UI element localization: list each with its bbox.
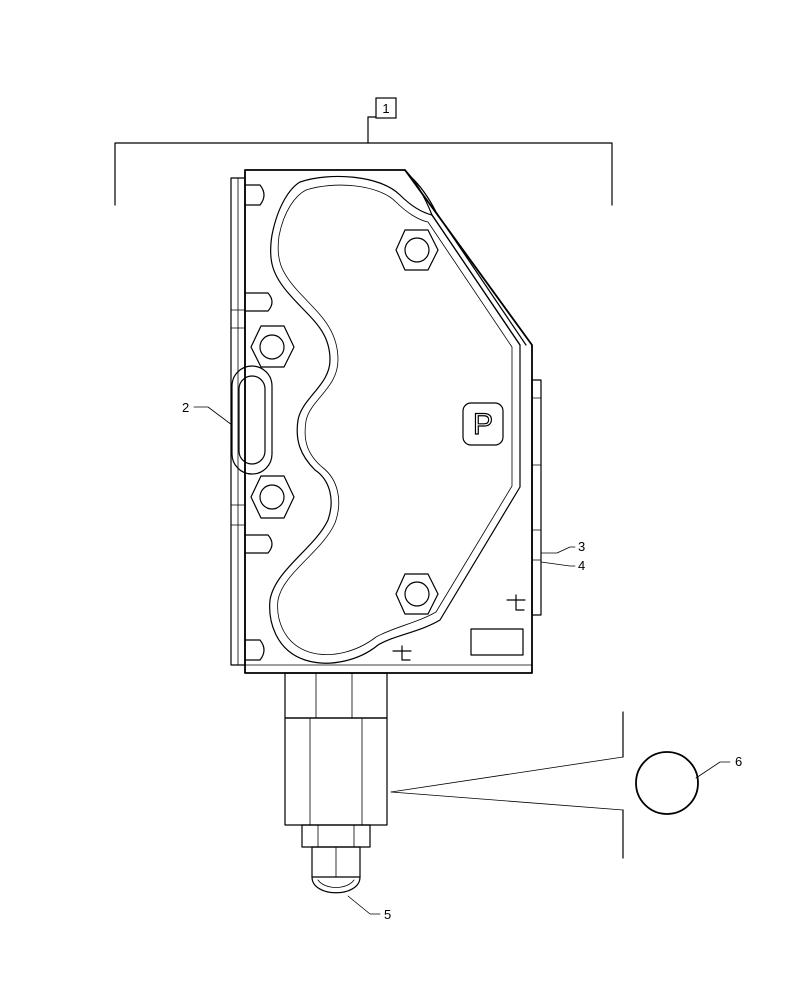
hex-bolt-top-right bbox=[395, 229, 439, 271]
cartridge-stem bbox=[284, 672, 388, 894]
hex-bolt-bottom-right bbox=[395, 573, 439, 615]
oval-port bbox=[231, 365, 273, 475]
assembly-bracket bbox=[114, 116, 613, 206]
leader-2 bbox=[193, 406, 233, 426]
callout-5-label: 5 bbox=[384, 907, 391, 922]
cover-outline bbox=[269, 175, 521, 664]
hex-bolt-left-lower bbox=[250, 475, 295, 519]
callout-6-label: 6 bbox=[735, 754, 742, 769]
nameplate bbox=[470, 628, 524, 656]
leader-4 bbox=[540, 561, 576, 567]
o-ring-detail bbox=[635, 751, 699, 815]
valve-body bbox=[230, 169, 542, 674]
leader-5 bbox=[347, 895, 381, 915]
leader-6 bbox=[695, 761, 731, 779]
side-slots bbox=[230, 184, 273, 661]
port-letter: P bbox=[473, 408, 493, 441]
leader-3 bbox=[540, 546, 576, 554]
callout-4-label: 4 bbox=[578, 558, 585, 573]
callout-1-box bbox=[375, 97, 397, 119]
port-emblem: P bbox=[462, 402, 504, 446]
callout-3-label: 3 bbox=[578, 539, 585, 554]
callout-2-label: 2 bbox=[182, 400, 189, 415]
t-mark-right bbox=[506, 594, 526, 611]
callout-1-label: 1 bbox=[382, 101, 389, 116]
hex-bolt-left-upper bbox=[250, 325, 295, 368]
t-mark-bottom bbox=[392, 645, 412, 661]
detail-cone bbox=[390, 711, 624, 859]
